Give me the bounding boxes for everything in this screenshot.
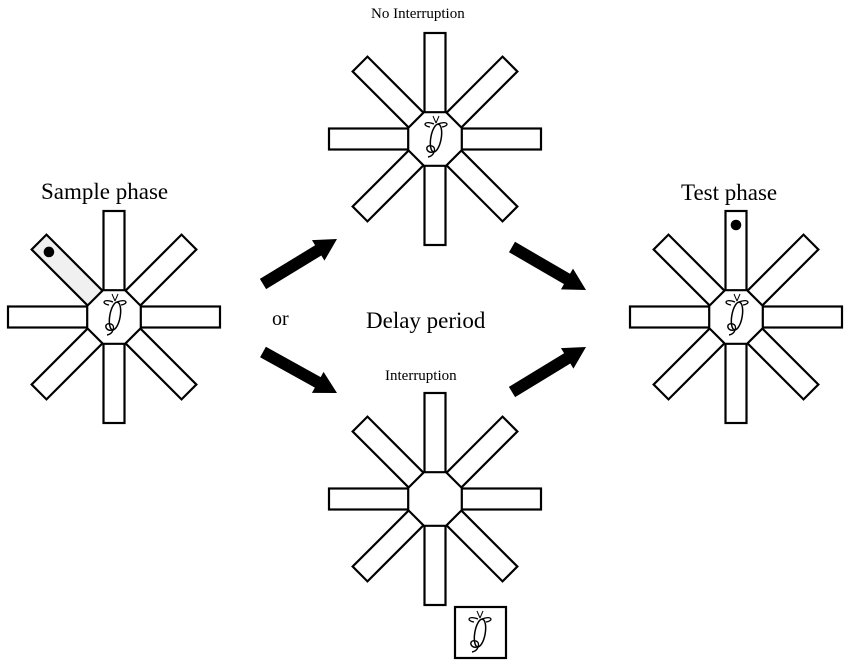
maze-arm-right [760,305,844,329]
maze-arm-left [327,127,411,151]
maze-center-platform [86,289,142,345]
sample-phase-maze [6,209,222,425]
maze-arm-left [6,305,90,329]
interruption-label: Interruption [385,368,457,384]
food-pellet-icon [43,246,55,258]
maze-arm-top [423,391,447,475]
maze-arm-lower-right [745,326,820,401]
rat-icon [725,293,749,336]
holding-box [453,605,508,660]
maze-arm-bottom [423,163,447,247]
maze-arm-bottom [724,341,748,425]
maze-center-platform [407,111,463,167]
test-phase-maze [628,209,844,425]
rat-icon [424,115,448,158]
interruption-maze [327,391,543,607]
maze-arm-upper-left [351,415,426,490]
sample-phase-label: Sample phase [41,179,169,204]
maze-arm-bottom [423,523,447,607]
rat-icon [103,293,127,336]
maze-arm-lower-left [351,148,426,223]
maze-center-platform [708,289,764,345]
food-pellet-icon [730,219,742,231]
maze-arm-left [628,305,712,329]
delay-period-label: Delay period [366,308,486,333]
no-interruption-label: No Interruption [371,6,465,22]
rat-icon [468,610,492,653]
arrow-sample-to-interruption [260,346,337,393]
maze-arm-lower-right [444,148,519,223]
maze-arm-lower-right [444,508,519,583]
maze-arm-lower-left [30,326,105,401]
maze-arm-lower-left [652,326,727,401]
arrow-sample-to-no-interruption [259,239,338,290]
maze-arm-right [138,305,222,329]
maze-arm-lower-right [123,326,198,401]
maze-arm-upper-right [123,233,198,308]
test-phase-label: Test phase [681,180,778,205]
maze-center-platform [407,471,463,527]
maze-arm-upper-left [30,233,105,308]
arrow-interruption-to-test [508,347,587,398]
maze-arm-left [327,487,411,511]
maze-arm-upper-left [351,55,426,130]
maze-arm-right [459,127,543,151]
maze-arm-upper-left [652,233,727,308]
maze-arm-upper-right [444,55,519,130]
or-label: or [272,308,289,330]
maze-arm-bottom [102,341,126,425]
no-interruption-maze [327,31,543,247]
arrow-no-interruption-to-test [508,241,586,290]
maze-arm-lower-left [351,508,426,583]
maze-arm-top [102,209,126,293]
transition-arrows [259,239,587,398]
maze-arm-top [423,31,447,115]
maze-arm-right [459,487,543,511]
maze-arm-upper-right [444,415,519,490]
maze-arm-upper-right [745,233,820,308]
